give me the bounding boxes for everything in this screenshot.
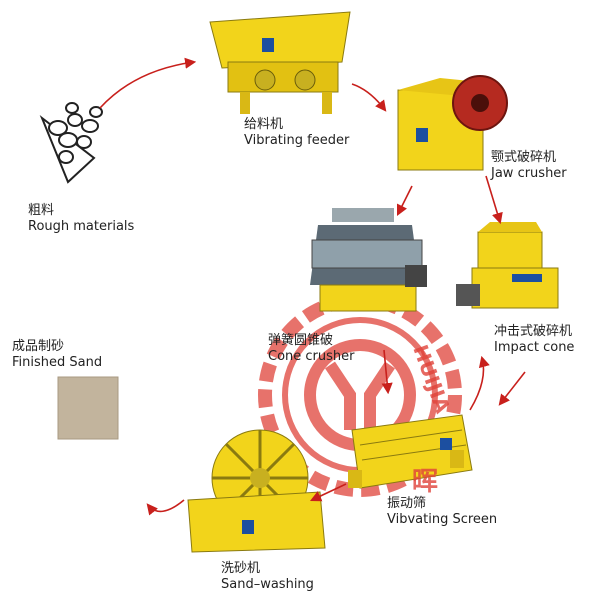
label-cone-en: Cone crusher <box>268 349 355 364</box>
arrow-washer-to-sand <box>146 499 185 516</box>
label-impact-cone: 冲击式破碎机 Impact cone <box>494 324 574 356</box>
label-washer-en: Sand–washing <box>221 577 314 592</box>
label-jaw-cn: 颚式破碎机 <box>491 150 557 165</box>
label-vibrating-screen: 振动筛 Vibvating Screen <box>387 496 497 528</box>
arrow-rough-to-feeder <box>99 57 197 109</box>
arrow-jaw-to-impact <box>485 175 503 225</box>
label-cone-cn: 弹簧圆锥破 <box>268 333 334 348</box>
label-jaw-crusher: 颚式破碎机 Jaw crusher <box>491 150 567 182</box>
label-feeder-en: Vibrating feeder <box>244 133 350 148</box>
label-rough-materials: 粗料 Rough materials <box>28 203 134 235</box>
arrow-feeder-to-jaw <box>351 83 387 112</box>
vibrating-screen-icon <box>348 414 473 489</box>
label-feeder-cn: 给料机 <box>244 117 284 132</box>
label-rough-en: Rough materials <box>28 219 135 234</box>
arrow-jaw-to-cone <box>396 185 413 217</box>
arrow-impact-to-screen <box>498 371 526 406</box>
vibrating-feeder-icon <box>209 11 351 114</box>
rough-materials-icon <box>39 102 103 184</box>
label-finished-sand: 成品制砂 Finished Sand <box>12 339 102 371</box>
flow-arrows <box>99 57 526 516</box>
label-screen-cn: 振动筛 <box>387 496 427 511</box>
label-rough-cn: 粗料 <box>28 203 55 218</box>
impact-crusher-icon <box>456 222 559 309</box>
arrow-screen-to-washer <box>309 483 347 502</box>
arrow-screen-to-cone <box>469 355 490 411</box>
jaw-crusher-icon <box>397 75 508 171</box>
svg-text:晖: 晖 <box>412 467 438 497</box>
label-washer-cn: 洗砂机 <box>221 561 261 576</box>
label-cone-crusher: 弹簧圆锥破 Cone crusher <box>268 333 355 365</box>
label-sand-cn: 成品制砂 <box>12 339 65 354</box>
label-screen-en: Vibvating Screen <box>387 512 498 527</box>
arrow-cone-to-screen <box>381 349 393 395</box>
label-impact-en: Impact cone <box>494 340 575 355</box>
label-sand-en: Finished Sand <box>12 355 103 370</box>
label-sand-washing: 洗砂机 Sand–washing <box>221 561 314 593</box>
sand-washing-machine-icon <box>187 429 326 553</box>
label-vibrating-feeder: 给料机 Vibrating feeder <box>244 117 349 149</box>
cone-crusher-icon <box>310 208 427 312</box>
finished-sand-swatch <box>57 376 119 440</box>
label-jaw-en: Jaw crusher <box>491 166 567 181</box>
label-impact-cn: 冲击式破碎机 <box>494 324 573 339</box>
